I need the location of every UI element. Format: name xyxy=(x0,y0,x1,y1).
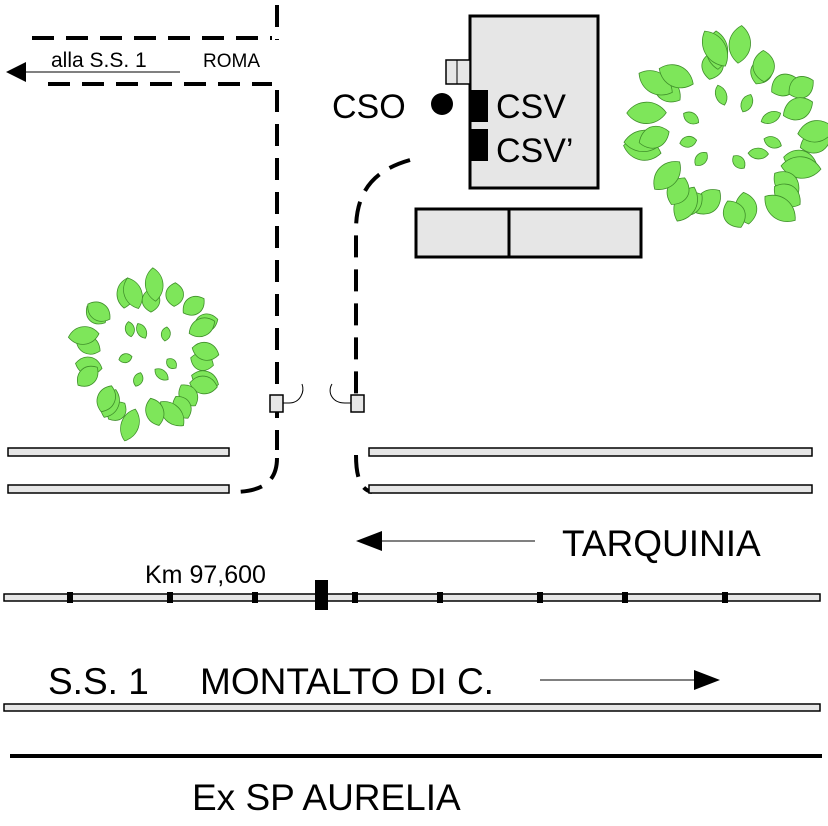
tree-leaf xyxy=(740,94,754,113)
tree-leaf xyxy=(154,368,169,381)
road-edge-left-top xyxy=(7,447,230,457)
tree-leaf xyxy=(120,408,140,442)
railway xyxy=(3,592,821,603)
tree-leaf xyxy=(701,30,728,67)
tree-leaf xyxy=(694,152,708,166)
tree-leaf xyxy=(782,97,813,121)
tree-leaf xyxy=(760,111,782,124)
tree-leaf xyxy=(797,120,828,143)
railway-sleeper xyxy=(352,592,358,603)
tree-leaf xyxy=(165,282,184,307)
ss1-label: S.S. 1 xyxy=(48,661,149,702)
tree-leaf xyxy=(723,200,746,228)
tree-leaf xyxy=(145,267,164,302)
km-marker-post xyxy=(315,580,328,610)
gate-leaf-right xyxy=(329,383,351,404)
roma-arrow xyxy=(6,62,180,82)
access-road-roma xyxy=(32,5,279,494)
tree-leaf xyxy=(715,84,728,106)
roma-direction-label: alla S.S. 1 xyxy=(51,49,147,72)
railway-sleeper xyxy=(252,592,258,603)
tree-leaf xyxy=(96,385,116,413)
roma-label: ROMA xyxy=(203,51,260,72)
tree-leaf xyxy=(191,341,220,361)
tree-leaf xyxy=(764,194,796,222)
tree-leaf xyxy=(87,301,111,322)
tree-leaf xyxy=(188,317,216,337)
tree-leaf xyxy=(136,323,148,339)
gate xyxy=(269,383,365,413)
tree-leaf xyxy=(683,111,700,125)
gate-post-right xyxy=(350,394,365,413)
tree-left xyxy=(67,267,220,442)
tree-leaf xyxy=(732,155,746,169)
km-marker-label: Km 97,600 xyxy=(145,561,266,589)
local-road xyxy=(7,447,813,494)
tree-leaf xyxy=(77,365,99,387)
arrow-left-icon xyxy=(356,531,382,551)
building-annex xyxy=(445,59,471,85)
arrow-right-icon xyxy=(694,670,720,690)
railway-sleeper xyxy=(167,592,173,603)
tree-leaf xyxy=(653,161,681,190)
railway-sleeper xyxy=(537,592,543,603)
railway-sleeper xyxy=(622,592,628,603)
csv-prime-label: CSV’ xyxy=(496,132,573,170)
tree-leaf xyxy=(728,25,751,64)
montalto-label: MONTALTO DI C. xyxy=(200,661,494,702)
railway-track xyxy=(3,593,821,602)
tree-leaf xyxy=(763,136,782,149)
tree-leaf xyxy=(133,372,144,387)
csv-label: CSV xyxy=(496,88,566,126)
tree-leaf xyxy=(67,326,100,345)
tree-leaf xyxy=(752,49,775,83)
railway-sleeper xyxy=(722,592,728,603)
tarquinia-arrow xyxy=(356,531,535,551)
aurelia-label: Ex SP AURELIA xyxy=(192,777,461,818)
access-road-building xyxy=(354,158,411,395)
tree-leaf xyxy=(145,397,165,426)
structure xyxy=(414,207,643,259)
road-edge-left-bottom xyxy=(7,484,230,494)
tree-leaf xyxy=(166,358,177,369)
road-edge-right-top xyxy=(368,447,813,457)
gate-post-left xyxy=(269,394,284,413)
arrow-left-icon xyxy=(6,62,26,82)
ss1-road-edge xyxy=(3,703,821,712)
tree-right xyxy=(623,25,828,228)
building-outline xyxy=(468,14,600,190)
tree-leaf xyxy=(658,64,694,89)
cso-label: CSO xyxy=(332,88,406,126)
csv-meter xyxy=(471,90,488,122)
csv-prime-meter xyxy=(471,129,488,161)
tree-leaf xyxy=(638,125,670,149)
tree-leaf xyxy=(626,101,667,124)
tree-leaf xyxy=(747,147,769,160)
montalto-arrow xyxy=(540,670,720,690)
railway-sleeper xyxy=(437,592,443,603)
tree-leaf xyxy=(182,296,205,316)
tree-leaf xyxy=(160,326,171,342)
tarquinia-label: TARQUINIA xyxy=(562,523,761,564)
tree-leaf xyxy=(679,135,698,148)
road-curve-dashed xyxy=(231,457,279,494)
cso-point-icon xyxy=(431,93,453,115)
railway-sleeper xyxy=(67,592,73,603)
tree-leaf xyxy=(124,321,135,338)
gate-leaf-left xyxy=(283,383,304,404)
tree-leaf xyxy=(118,353,133,364)
road-edge-right-bottom xyxy=(368,484,813,494)
structure-outline xyxy=(414,207,643,259)
building xyxy=(431,14,600,190)
